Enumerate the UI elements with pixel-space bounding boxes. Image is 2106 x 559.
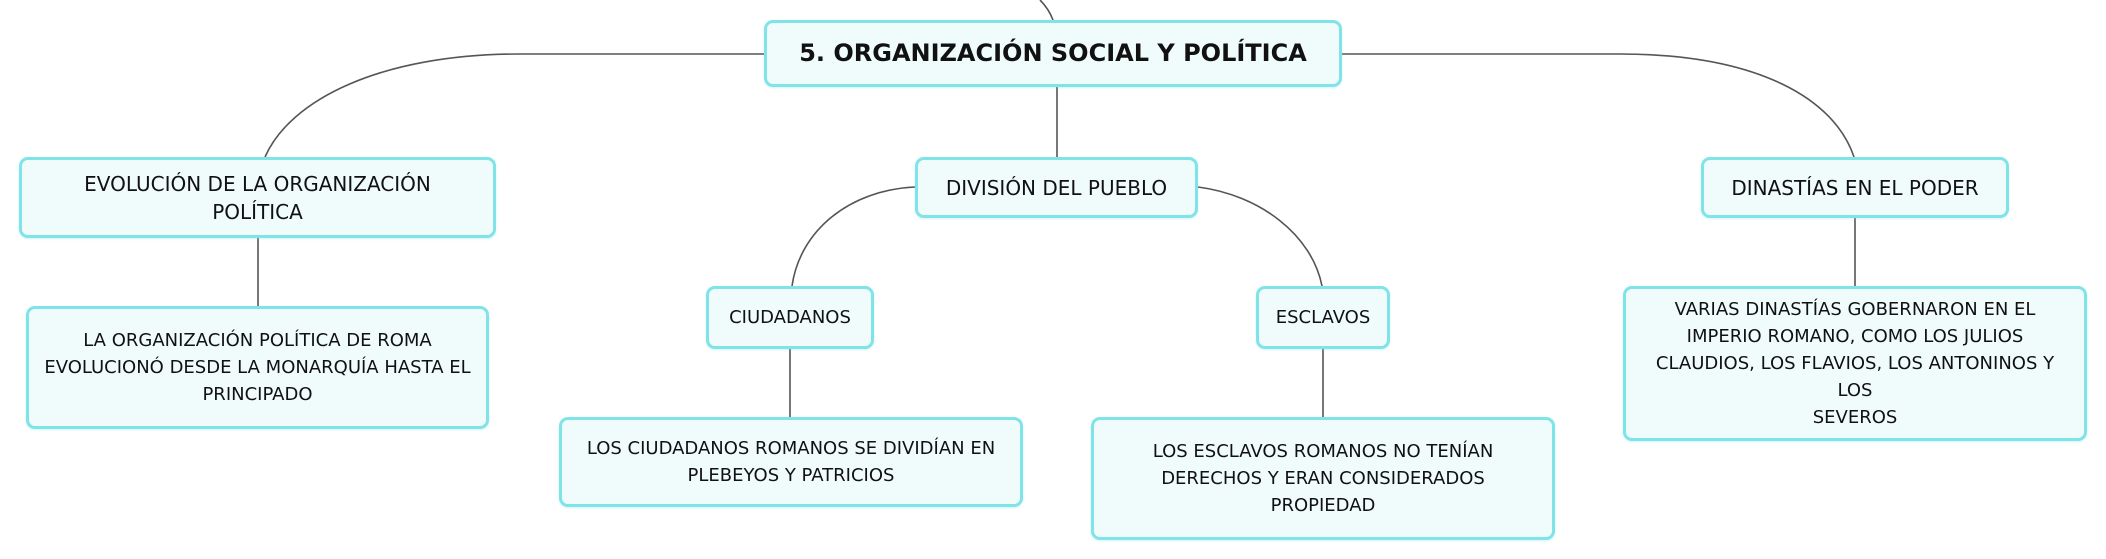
root-topic-node[interactable]: 5. ORGANIZACIÓN SOCIAL Y POLÍTICA bbox=[764, 20, 1342, 87]
subtopic-label-esclavos: ESCLAVOS bbox=[1275, 306, 1371, 328]
topic-label-dinastias: DINASTÍAS EN EL PODER bbox=[1731, 175, 1979, 200]
detail-text-esclavos: LOS ESCLAVOS ROMANOS NO TENÍAN DERECHOS … bbox=[1153, 438, 1494, 519]
connector-group bbox=[257, 0, 1856, 417]
detail-line: LOS CIUDADANOS ROMANOS SE DIVIDÍAN EN bbox=[586, 438, 996, 459]
detail-line: PLEBEYOS Y PATRICIOS bbox=[687, 465, 895, 486]
detail-node-evolucion[interactable]: LA ORGANIZACIÓN POLÍTICA DE ROMA EVOLUCI… bbox=[26, 306, 489, 429]
detail-line: CLAUDIOS, LOS FLAVIOS, LOS ANTONINOS Y L… bbox=[1655, 353, 2055, 401]
topic-label-division: DIVISIÓN DEL PUEBLO bbox=[945, 175, 1168, 200]
detail-text-ciudadanos: LOS CIUDADANOS ROMANOS SE DIVIDÍAN EN PL… bbox=[587, 435, 995, 489]
root-topic-label: 5. ORGANIZACIÓN SOCIAL Y POLÍTICA bbox=[799, 38, 1307, 67]
topic-node-dinastias-en-el-poder[interactable]: DINASTÍAS EN EL PODER bbox=[1701, 157, 2009, 218]
detail-node-ciudadanos[interactable]: LOS CIUDADANOS ROMANOS SE DIVIDÍAN EN PL… bbox=[559, 417, 1023, 507]
connector-root-to-evolucion bbox=[264, 53, 764, 158]
detail-line: IMPERIO ROMANO, COMO LOS JULIOS bbox=[1686, 326, 2024, 347]
subtopic-node-ciudadanos[interactable]: CIUDADANOS bbox=[706, 286, 874, 349]
topic-node-evolucion-organizacion-politica[interactable]: EVOLUCIÓN DE LA ORGANIZACIÓN POLÍTICA bbox=[19, 157, 496, 238]
connector-division-to-esclavos bbox=[1197, 186, 1323, 287]
topic-node-division-del-pueblo[interactable]: DIVISIÓN DEL PUEBLO bbox=[915, 157, 1198, 218]
detail-line: DERECHOS Y ERAN CONSIDERADOS bbox=[1161, 468, 1485, 489]
detail-line: VARIAS DINASTÍAS GOBERNARON EN EL bbox=[1674, 299, 2036, 320]
detail-line: SEVEROS bbox=[1812, 407, 1898, 428]
detail-node-dinastias[interactable]: VARIAS DINASTÍAS GOBERNARON EN EL IMPERI… bbox=[1623, 286, 2087, 441]
detail-line: PROPIEDAD bbox=[1270, 495, 1376, 516]
connector-root-to-dinastias bbox=[1342, 53, 1855, 158]
detail-node-esclavos[interactable]: LOS ESCLAVOS ROMANOS NO TENÍAN DERECHOS … bbox=[1091, 417, 1555, 540]
detail-line: EVOLUCIONÓ DESDE LA MONARQUÍA HASTA EL bbox=[44, 357, 471, 378]
connector-division-to-ciudadanos bbox=[791, 186, 916, 287]
detail-line: LA ORGANIZACIÓN POLÍTICA DE ROMA bbox=[83, 330, 432, 351]
subtopic-node-esclavos[interactable]: ESCLAVOS bbox=[1256, 286, 1390, 349]
detail-line: LOS ESCLAVOS ROMANOS NO TENÍAN bbox=[1152, 441, 1494, 462]
detail-text-evolucion: LA ORGANIZACIÓN POLÍTICA DE ROMA EVOLUCI… bbox=[44, 327, 470, 408]
topic-label-evolucion: EVOLUCIÓN DE LA ORGANIZACIÓN POLÍTICA bbox=[84, 171, 431, 224]
detail-text-dinastias: VARIAS DINASTÍAS GOBERNARON EN EL IMPERI… bbox=[1640, 296, 2070, 431]
detail-line: PRINCIPADO bbox=[202, 384, 313, 405]
subtopic-label-ciudadanos: CIUDADANOS bbox=[729, 306, 851, 328]
connector-parent-to-root bbox=[1039, 0, 1054, 21]
